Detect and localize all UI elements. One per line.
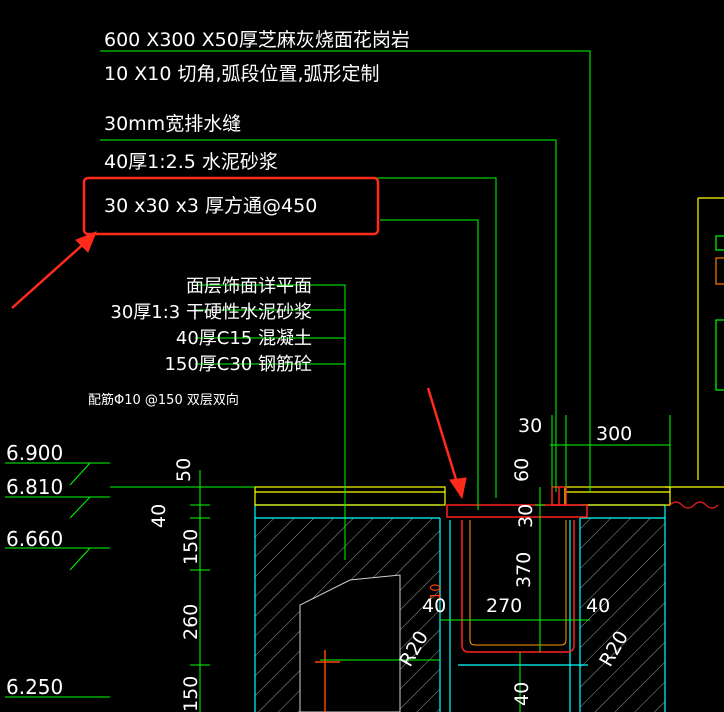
elevation-6660: 6.660 xyxy=(6,527,63,551)
elevation-6900: 6.900 xyxy=(6,441,63,465)
concrete-hatch xyxy=(255,518,665,712)
dim-v-50: 50 xyxy=(173,458,195,482)
callout-drain-gap: 30mm宽排水缝 xyxy=(104,113,241,135)
red-arrow-icon xyxy=(11,231,97,309)
dim-370: 370 xyxy=(513,552,535,588)
red-arrow-icon xyxy=(426,387,467,500)
dim-v-150b: 150 xyxy=(180,676,202,712)
callout-texts: 600 X300 X50厚芝麻灰烧面花岗岩 10 X10 切角,弧段位置,弧形定… xyxy=(104,29,410,217)
dim-v-150: 150 xyxy=(180,529,202,565)
leader-lines xyxy=(5,50,671,712)
elevation-labels: 6.900 6.810 6.660 6.250 xyxy=(6,441,63,699)
dim-30: 30 xyxy=(515,504,537,528)
callout-granite: 600 X300 X50厚芝麻灰烧面花岗岩 xyxy=(104,29,410,51)
layer-dry-mortar: 30厚1:3 干硬性水泥砂浆 xyxy=(110,302,312,323)
rebar-note: 配筋Φ10 @150 双层双向 xyxy=(88,392,239,408)
callout-square-tube: 30 x30 x3 厚方通@450 xyxy=(104,195,317,217)
paving-layer xyxy=(254,486,671,506)
elevation-6250: 6.250 xyxy=(6,675,63,699)
elevation-6810: 6.810 xyxy=(6,475,63,499)
dim-top-300: 300 xyxy=(596,423,632,445)
dim-bottom-40: 40 xyxy=(511,682,533,706)
dim-width-270: 270 xyxy=(486,595,522,617)
layer-c15: 40厚C15 混凝土 xyxy=(176,328,312,349)
dim-small-10: 10 xyxy=(429,583,444,600)
dim-top-30: 30 xyxy=(518,415,542,437)
callout-mortar: 40厚1:2.5 水泥砂浆 xyxy=(104,151,278,173)
dim-v-40: 40 xyxy=(148,504,170,528)
dim-60: 60 xyxy=(511,458,533,482)
layer-finish: 面层饰面详平面 xyxy=(186,276,312,297)
right-wall xyxy=(665,197,724,509)
dim-width-40-left: 40 xyxy=(422,595,446,617)
layer-c30: 150厚C30 钢筋砼 xyxy=(164,354,312,375)
layer-texts: 面层饰面详平面 30厚1:3 干硬性水泥砂浆 40厚C15 混凝土 150厚C3… xyxy=(110,276,312,375)
dim-v-260: 260 xyxy=(180,604,202,640)
drain-trench xyxy=(315,486,588,712)
callout-chamfer: 10 X10 切角,弧段位置,弧形定制 xyxy=(104,63,380,85)
highlight-box xyxy=(82,176,380,236)
dim-width-40-right: 40 xyxy=(586,595,610,617)
